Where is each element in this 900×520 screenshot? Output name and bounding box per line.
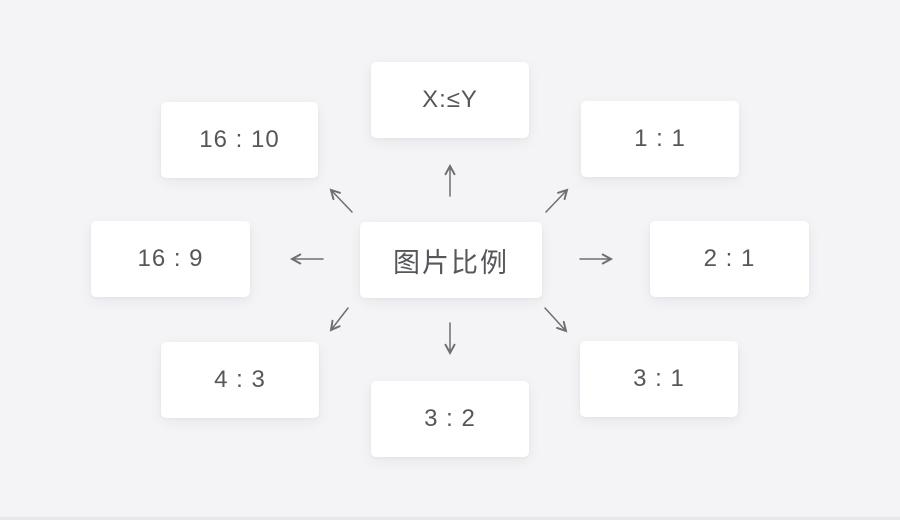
node-left: 16 : 9 (91, 221, 250, 297)
node-top-label: X:≤Y (422, 86, 478, 113)
node-top-left-label: 16 : 10 (199, 126, 280, 153)
node-top-left: 16 : 10 (161, 102, 318, 178)
node-bottom-right-label: 3 : 1 (633, 365, 685, 392)
node-center-label: 图片比例 (393, 247, 509, 278)
node-bottom-right: 3 : 1 (580, 341, 738, 417)
arrow-down-right-icon (544, 307, 568, 333)
node-right: 2 : 1 (650, 221, 809, 297)
node-top: X:≤Y (371, 62, 529, 138)
node-bottom-left-label: 4 : 3 (214, 366, 266, 393)
screenshot-bottom-edge (0, 517, 900, 520)
node-top-right-label: 1 : 1 (634, 125, 686, 152)
node-right-label: 2 : 1 (703, 245, 756, 272)
arrow-up-left-icon (329, 188, 353, 213)
node-bottom: 3 : 2 (371, 381, 529, 457)
arrow-down-left-icon (329, 307, 349, 332)
node-bottom-label: 3 : 2 (424, 405, 476, 432)
arrow-up-right-icon (545, 188, 569, 213)
node-left-label: 16 : 9 (137, 245, 204, 272)
node-top-right: 1 : 1 (581, 101, 739, 177)
node-center: 图片比例 (360, 222, 542, 298)
node-bottom-left: 4 : 3 (161, 342, 319, 418)
